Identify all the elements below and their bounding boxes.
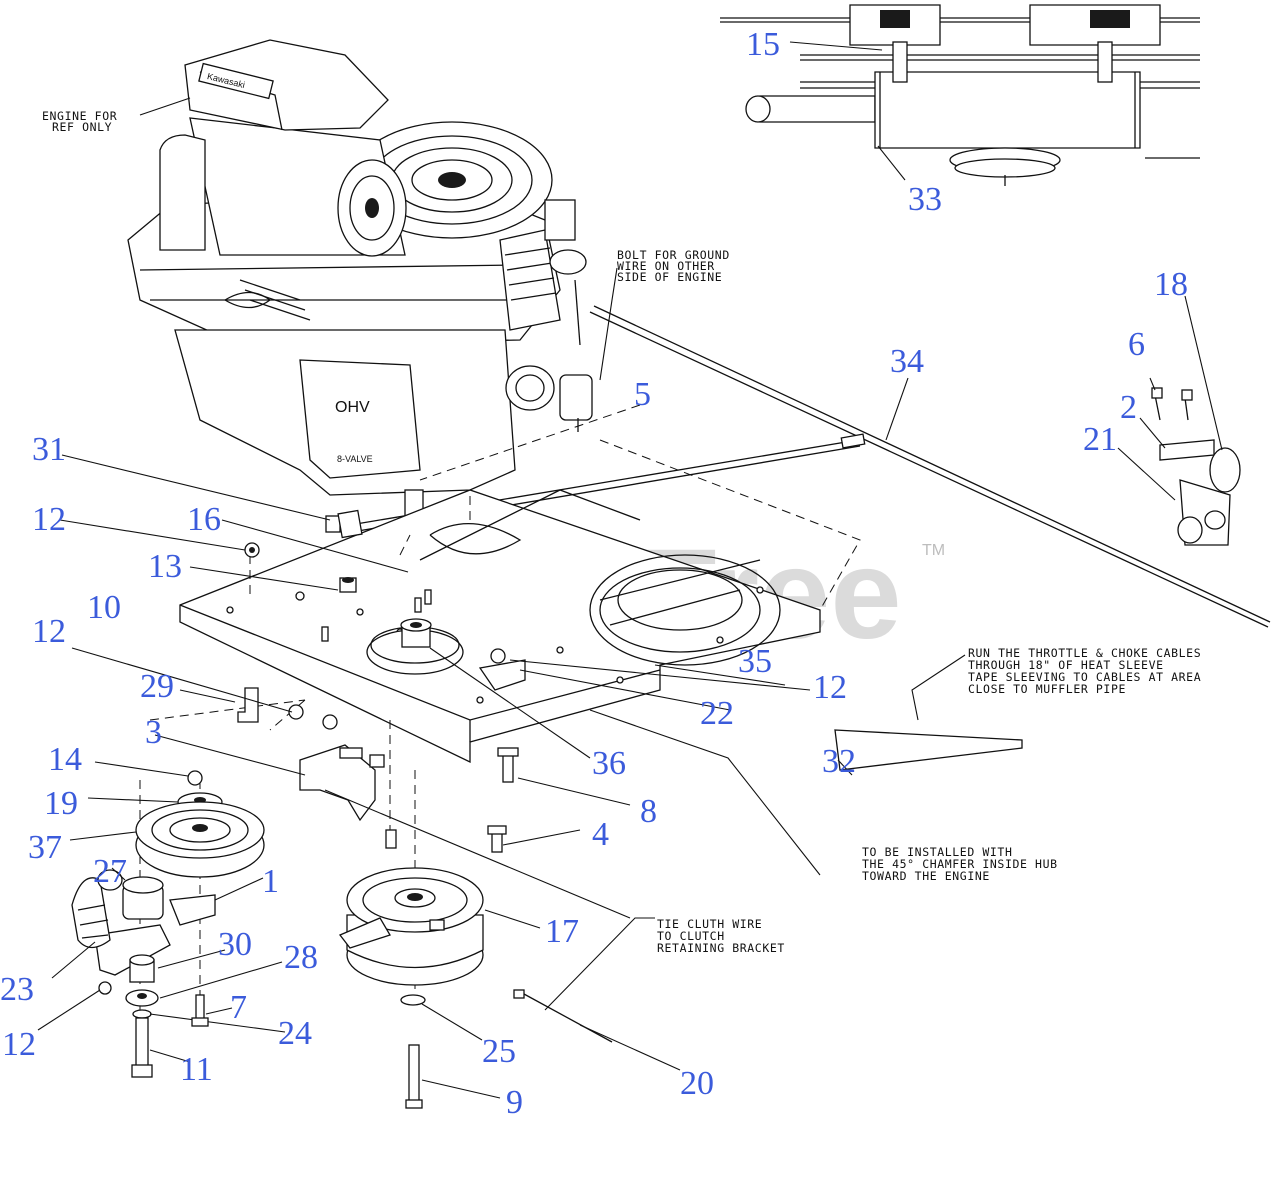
callout-4: 4 <box>592 816 609 853</box>
note-chamfer: TO BE INSTALLED WITH THE 45° CHAMFER INS… <box>862 845 1058 883</box>
svg-text:WIRE ON OTHER: WIRE ON OTHER <box>617 259 715 273</box>
callout-14: 14 <box>48 741 82 778</box>
callout-6: 6 <box>1128 326 1145 363</box>
callout-12d: 12 <box>2 1026 36 1063</box>
callout-2: 2 <box>1120 389 1137 426</box>
svg-text:ENGINE FOR: ENGINE FOR <box>42 109 117 123</box>
callout-24: 24 <box>278 1015 312 1052</box>
callout-12c: 12 <box>813 669 847 706</box>
svg-text:CLOSE TO MUFFLER PIPE: CLOSE TO MUFFLER PIPE <box>968 682 1126 696</box>
callout-33: 33 <box>908 181 942 218</box>
svg-text:SIDE OF ENGINE: SIDE OF ENGINE <box>617 270 722 284</box>
callout-17: 17 <box>545 913 579 950</box>
callout-13: 13 <box>148 548 182 585</box>
callout-16: 16 <box>187 501 221 538</box>
callout-31: 31 <box>32 431 66 468</box>
callout-9: 9 <box>506 1084 523 1121</box>
svg-text:THROUGH 18" OF HEAT SLEEVE: THROUGH 18" OF HEAT SLEEVE <box>968 658 1164 672</box>
callout-19: 19 <box>44 785 78 822</box>
callout-1: 1 <box>262 863 279 900</box>
callout-15: 15 <box>746 26 780 63</box>
callout-12b: 12 <box>32 613 66 650</box>
note-clutch: TIE CLUTH WIRE TO CLUTCH RETAINING BRACK… <box>657 917 785 955</box>
callout-7: 7 <box>230 989 247 1026</box>
note-throttle: RUN THE THROTTLE & CHOKE CABLES THROUGH … <box>968 646 1201 696</box>
note-engine: ENGINE FOR REF ONLY <box>42 109 117 134</box>
callout-5: 5 <box>634 376 651 413</box>
engine: OHV 8-VALVE Kawasaki <box>127 39 593 526</box>
callout-29: 29 <box>140 668 174 705</box>
svg-text:RETAINING BRACKET: RETAINING BRACKET <box>657 941 785 955</box>
callout-30: 30 <box>218 926 252 963</box>
svg-text:TOWARD THE ENGINE: TOWARD THE ENGINE <box>862 869 990 883</box>
callout-10: 10 <box>87 589 121 626</box>
svg-text:TO CLUTCH: TO CLUTCH <box>657 929 725 943</box>
svg-text:THE 45° CHAMFER INSIDE HUB: THE 45° CHAMFER INSIDE HUB <box>862 857 1058 871</box>
callout-3: 3 <box>145 714 162 751</box>
callout-32: 32 <box>822 743 856 780</box>
throttle-control <box>1117 295 1241 546</box>
callout-22: 22 <box>700 695 734 732</box>
callout-28: 28 <box>284 939 318 976</box>
callout-8: 8 <box>640 793 657 830</box>
trademark: TM <box>922 542 945 559</box>
svg-text:TO BE INSTALLED WITH: TO BE INSTALLED WITH <box>862 845 1012 859</box>
callout-25: 25 <box>482 1033 516 1070</box>
callout-27: 27 <box>93 853 127 890</box>
callout-18: 18 <box>1154 266 1188 303</box>
muffler-inset <box>720 4 1200 186</box>
callout-11: 11 <box>180 1051 213 1088</box>
valve-label: 8-VALVE <box>337 454 373 464</box>
callouts: 15 33 18 6 34 2 21 5 31 12 16 13 10 12 2… <box>0 26 1188 1121</box>
callout-36: 36 <box>592 745 626 782</box>
callout-37: 37 <box>28 829 62 866</box>
mounting-plate <box>179 489 821 764</box>
ohv-label: OHV <box>335 399 370 416</box>
callout-21: 21 <box>1083 421 1117 458</box>
svg-text:BOLT FOR GROUND: BOLT FOR GROUND <box>617 248 730 262</box>
svg-text:RUN THE THROTTLE & CHOKE CABLE: RUN THE THROTTLE & CHOKE CABLES <box>968 646 1201 660</box>
svg-text:TAPE SLEEVING TO CABLES AT ARE: TAPE SLEEVING TO CABLES AT AREA <box>968 670 1201 684</box>
callout-35: 35 <box>738 643 772 680</box>
svg-text:REF ONLY: REF ONLY <box>52 120 112 134</box>
callout-34: 34 <box>890 343 924 380</box>
callout-20: 20 <box>680 1065 714 1102</box>
callout-12a: 12 <box>32 501 66 538</box>
svg-text:TIE CLUTH WIRE: TIE CLUTH WIRE <box>657 917 762 931</box>
electric-clutch <box>338 867 484 986</box>
engine-sheave <box>339 577 464 675</box>
callout-23: 23 <box>0 971 34 1008</box>
note-ground-bolt: BOLT FOR GROUND WIRE ON OTHER SIDE OF EN… <box>617 248 730 284</box>
